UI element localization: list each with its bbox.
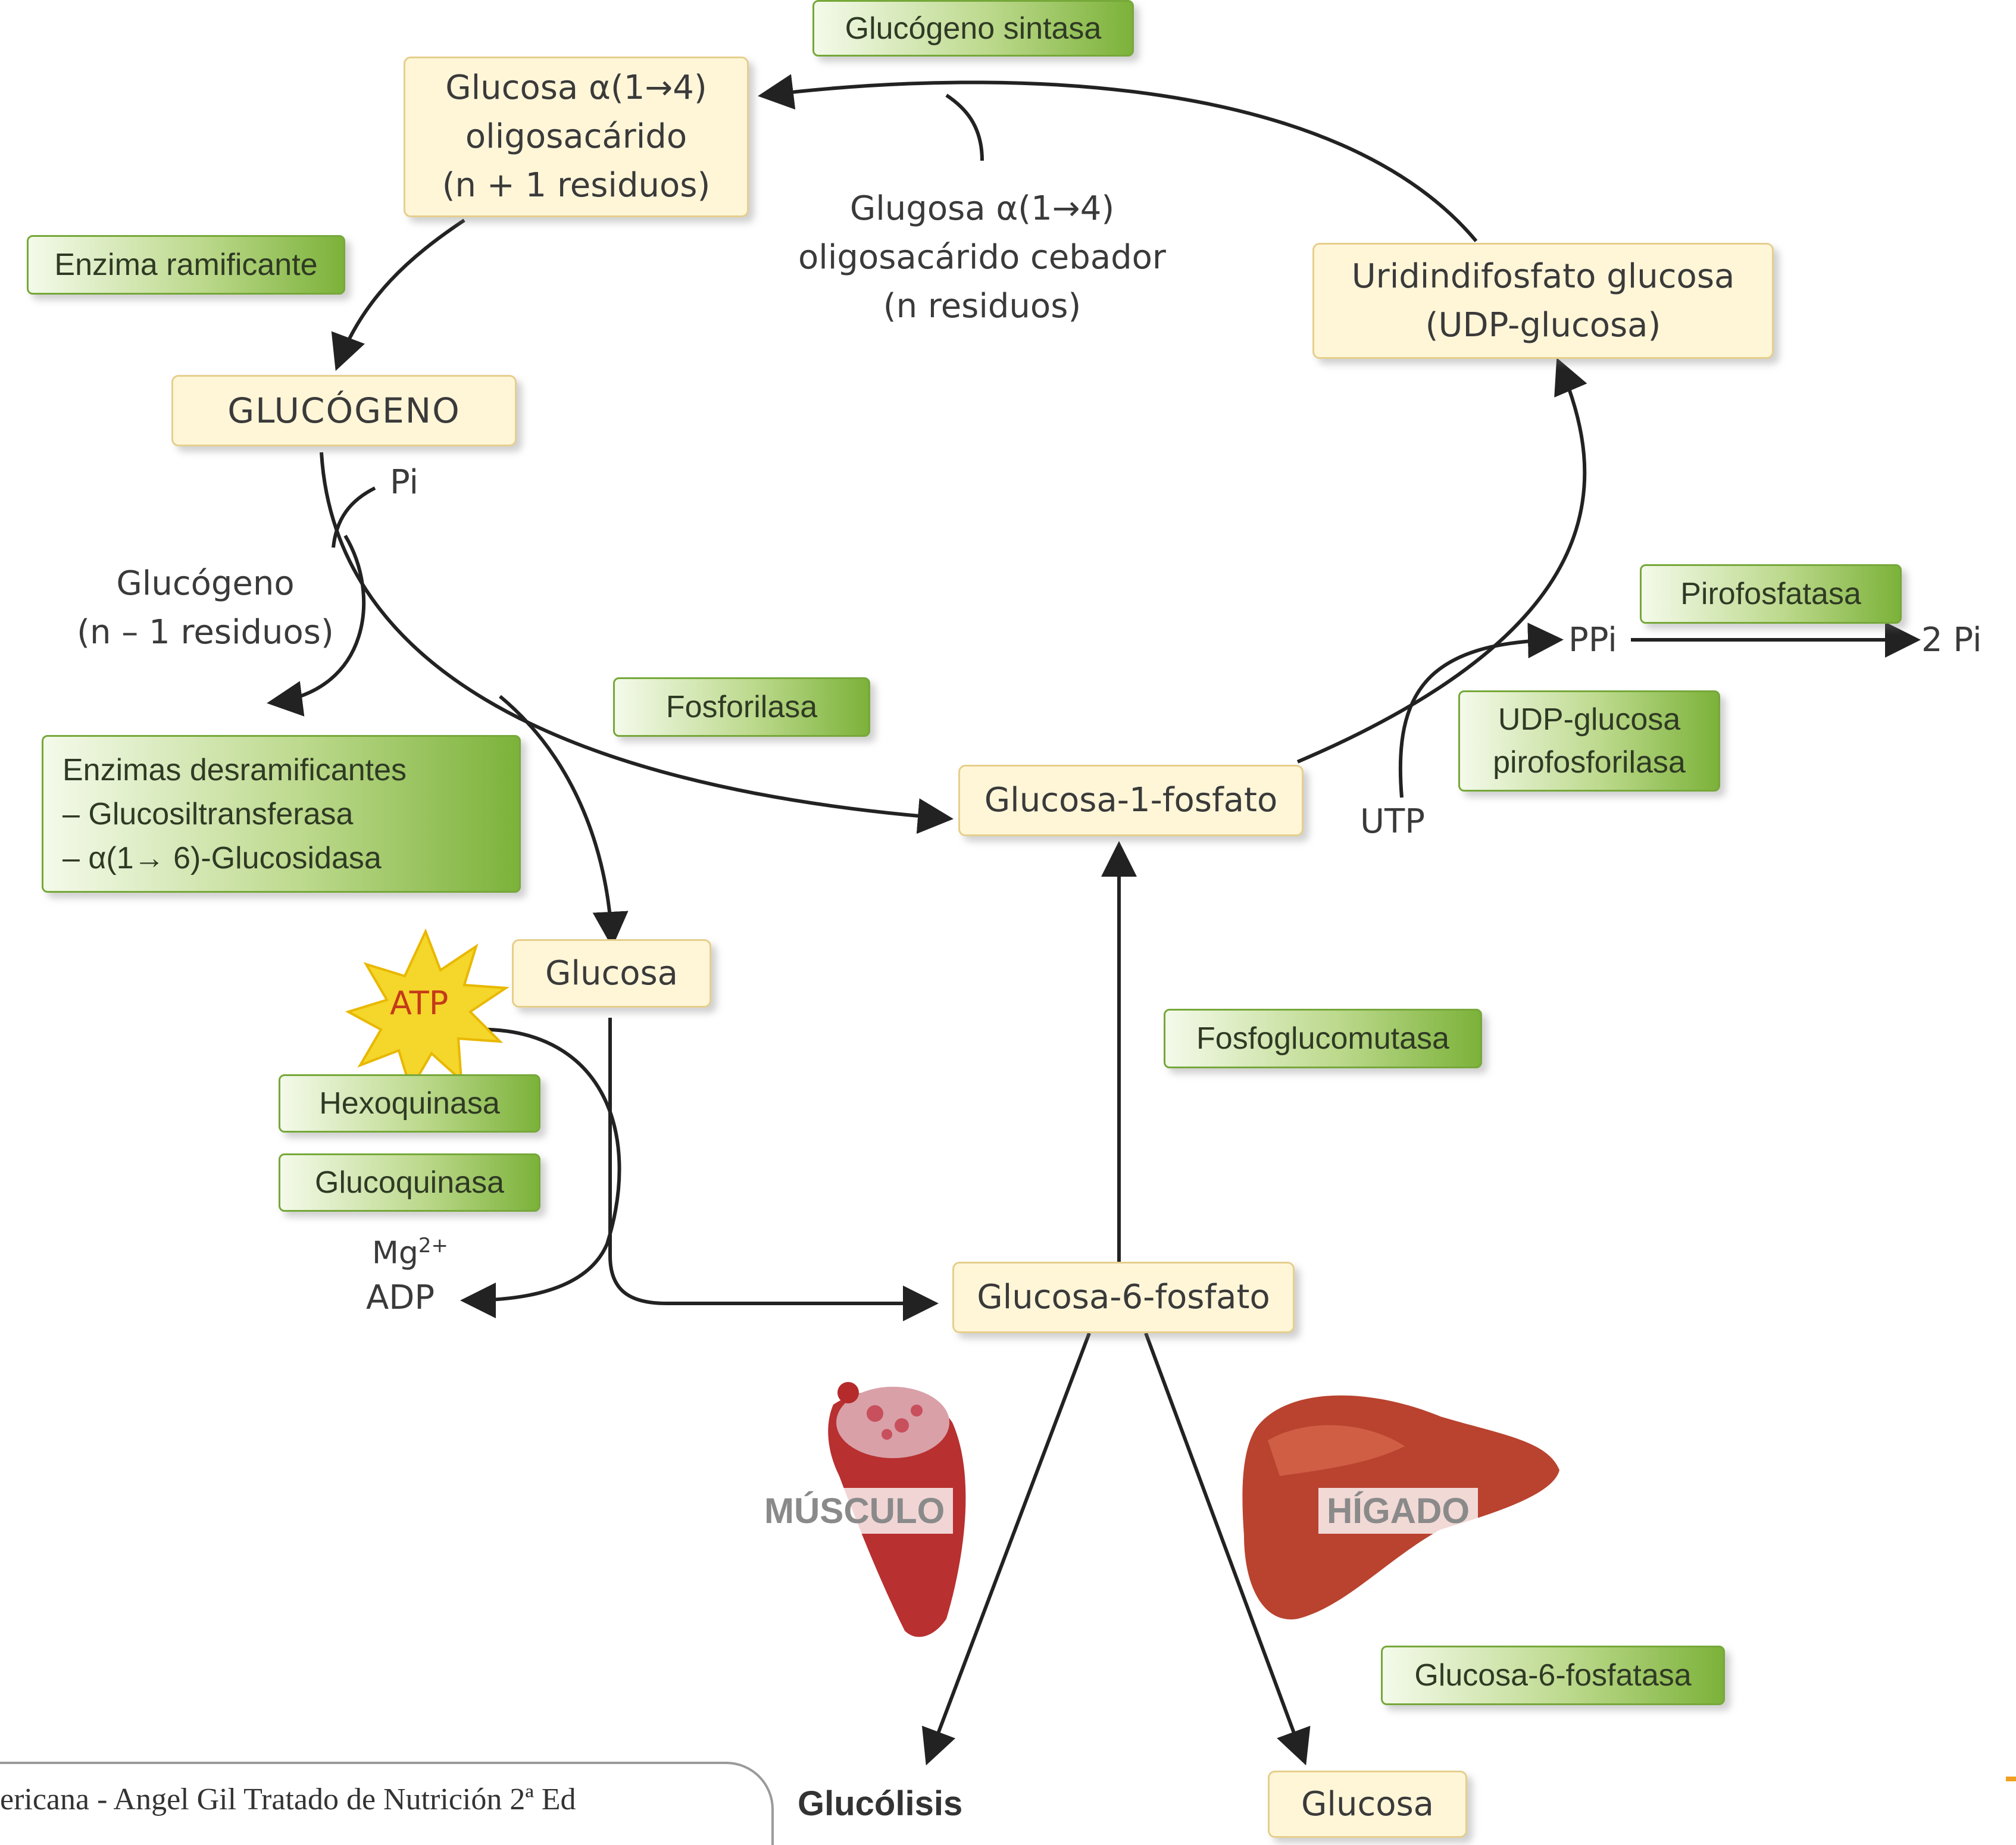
label-glucogeno-n1-line2: (n – 1 residuos) — [77, 613, 334, 652]
enzyme-fosforilasa-label: Fosforilasa — [665, 690, 818, 724]
enzyme-glucoquinasa-label: Glucoquinasa — [315, 1165, 504, 1200]
arrow-g6p-to-glucosa — [1144, 1332, 1311, 1766]
label-atp: ATP — [390, 984, 449, 1022]
corner-mark — [2006, 1777, 2016, 1781]
arrow-cebador-in — [945, 93, 984, 161]
enzyme-g6pasa-label: Glucosa-6-fosfatasa — [1414, 1658, 1692, 1693]
node-oligosacarido-line1: Glucosa α(1→4) — [445, 68, 707, 107]
node-g6p-label: Glucosa-6-fosfato — [977, 1278, 1270, 1316]
footer-citation: ericana - Angel Gil Tratado de Nutrición… — [0, 1762, 774, 1845]
enzyme-desramificantes-line1: Enzimas desramificantes — [62, 752, 407, 787]
enzyme-fosfoglucomutasa-label: Fosfoglucomutasa — [1196, 1021, 1449, 1056]
label-2pi: 2 Pi — [1921, 621, 1982, 659]
enzyme-udp-piro-line2: pirofosforilasa — [1493, 745, 1686, 780]
enzyme-udp-pirofosforilasa: UDP-glucosa pirofosforilasa — [1458, 690, 1720, 792]
label-utp: UTP — [1360, 802, 1425, 841]
enzyme-ramificante-label: Enzima ramificante — [54, 248, 318, 282]
label-glucogeno-n1-line1: Glucógeno — [116, 564, 295, 603]
enzyme-pirofosfatasa: Pirofosfatasa — [1640, 564, 1902, 624]
label-glucogeno-n1: Glucógeno (n – 1 residuos) — [51, 559, 360, 657]
node-glucosa-mid-label: Glucosa — [545, 953, 678, 993]
node-glucosa-mid: Glucosa — [512, 939, 711, 1008]
enzyme-desramificantes-line2: – Glucosiltransferasa — [62, 796, 354, 831]
label-mg-sup: 2+ — [418, 1234, 448, 1258]
arrow-g6p-to-glucolisis — [921, 1332, 1091, 1766]
label-cebador-line2: oligosacárido cebador — [798, 238, 1166, 277]
arrow-g1p-to-udp — [1296, 357, 1587, 764]
label-mg-base: Mg — [372, 1235, 418, 1271]
enzyme-desramificantes: Enzimas desramificantes – Glucosiltransf… — [42, 735, 521, 893]
node-udp-glucosa: Uridindifosfato glucosa (UDP-glucosa) — [1312, 243, 1774, 359]
arrow-udp-to-oligo — [758, 74, 1478, 242]
arrow-glucosa-to-g6p — [608, 1018, 939, 1321]
node-udp-line1: Uridindifosfato glucosa — [1351, 257, 1735, 296]
enzyme-desramificantes-line3: – α(1→ 6)-Glucosidasa — [62, 840, 382, 875]
enzyme-glucosa-6-fosfatasa: Glucosa-6-fosfatasa — [1381, 1646, 1725, 1705]
node-oligosacarido-line3: (n + 1 residuos) — [442, 166, 711, 205]
enzyme-glucogeno-sintasa-label: Glucógeno sintasa — [845, 11, 1102, 46]
node-glucogeno-label: GLUCÓGENO — [227, 390, 461, 431]
enzyme-fosfoglucomutasa: Fosfoglucomutasa — [1164, 1009, 1482, 1068]
enzyme-fosforilasa: Fosforilasa — [613, 677, 870, 737]
label-glucolisis: Glucólisis — [798, 1784, 963, 1823]
enzyme-hexoquinasa-label: Hexoquinasa — [319, 1086, 500, 1121]
node-oligosacarido-line2: oligosacárido — [465, 117, 687, 156]
label-cebador-line3: (n residuos) — [883, 287, 1082, 326]
node-glucosa-6-fosfato: Glucosa-6-fosfato — [952, 1262, 1295, 1333]
label-ppi: PPi — [1568, 621, 1617, 659]
node-oligosacarido-n1: Glucosa α(1→4) oligosacárido (n + 1 resi… — [404, 57, 749, 217]
footer-citation-text: ericana - Angel Gil Tratado de Nutrición… — [0, 1783, 576, 1816]
node-udp-line2: (UDP-glucosa) — [1425, 305, 1661, 345]
node-glucosa-bottom-label: Glucosa — [1301, 1784, 1434, 1824]
enzyme-glucoquinasa: Glucoquinasa — [279, 1153, 540, 1212]
enzyme-hexoquinasa: Hexoquinasa — [279, 1074, 540, 1133]
label-adp: ADP — [366, 1278, 435, 1317]
label-cebador: Glugosa α(1→4) oligosacárido cebador (n … — [768, 185, 1196, 331]
atp-star-icon — [345, 928, 510, 1092]
label-mg: Mg2+ — [372, 1221, 448, 1277]
arrow-debranch-to-glucosa — [499, 695, 629, 947]
arrow-utp-to-ppi — [1398, 623, 1564, 798]
label-cebador-line1: Glugosa α(1→4) — [849, 189, 1115, 228]
label-pi: Pi — [390, 463, 419, 502]
enzyme-pirofosfatasa-label: Pirofosfatasa — [1680, 577, 1861, 611]
enzyme-ramificante: Enzima ramificante — [27, 235, 345, 295]
node-g1p-label: Glucosa-1-fosfato — [984, 781, 1278, 820]
label-higado: HÍGADO — [1318, 1488, 1478, 1534]
enzyme-glucogeno-sintasa: Glucógeno sintasa — [812, 0, 1134, 57]
node-glucosa-bottom: Glucosa — [1268, 1771, 1467, 1838]
node-glucogeno: GLUCÓGENO — [171, 375, 517, 446]
node-glucosa-1-fosfato: Glucosa-1-fosfato — [958, 765, 1304, 836]
arrow-atp-to-adp — [460, 1027, 621, 1318]
arrow-oligo-to-glucogeno — [331, 218, 465, 371]
enzyme-udp-piro-line1: UDP-glucosa — [1498, 702, 1681, 737]
label-musculo: MÚSCULO — [756, 1488, 954, 1534]
arrow-glucogeno-to-g1p — [320, 452, 954, 834]
arrow-n1-out — [267, 534, 366, 717]
arrow-pi-in — [332, 486, 376, 548]
